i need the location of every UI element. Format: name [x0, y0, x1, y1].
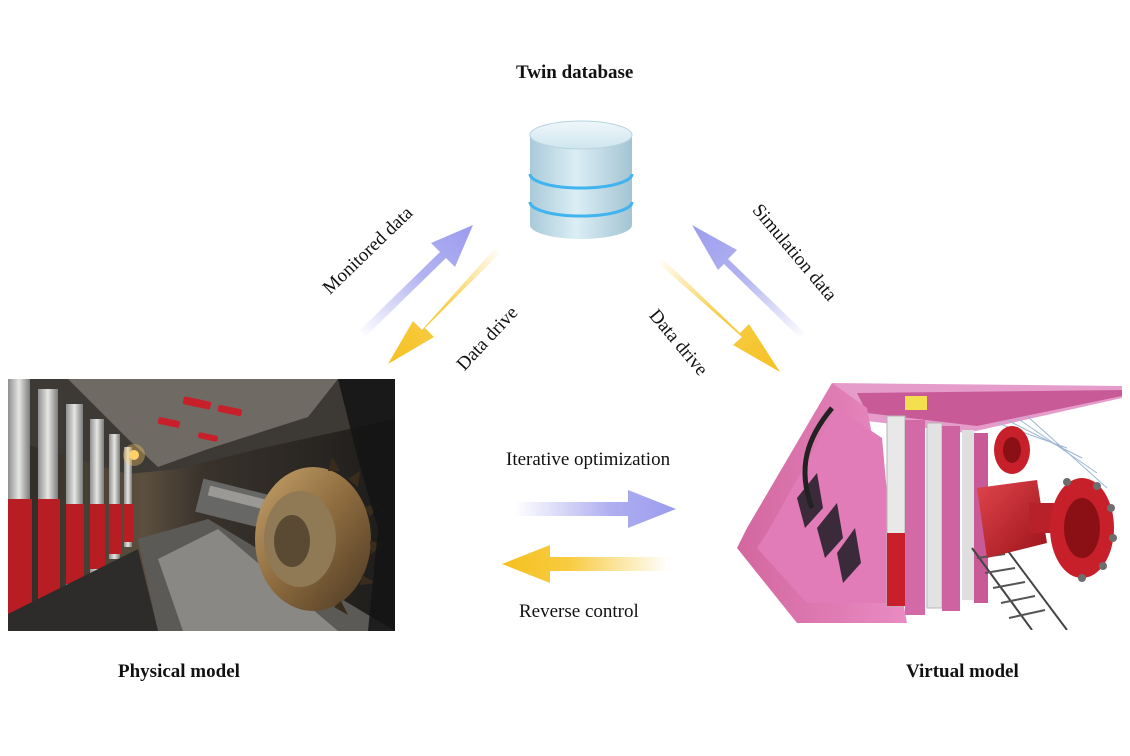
virtual-model-title: Virtual model: [906, 661, 1019, 682]
data-drive-right-label: Data drive: [644, 305, 712, 380]
iterative-optimization-label: Iterative optimization: [506, 449, 671, 470]
simulation-data-label: Simulation data: [747, 200, 841, 306]
data-drive-left-label: Data drive: [452, 302, 523, 375]
reverse-control-label: Reverse control: [519, 601, 639, 622]
monitored-data-label: Monitored data: [318, 202, 418, 299]
twin-database-title: Twin database: [516, 62, 634, 83]
virtual-model-render: [737, 378, 1122, 630]
reverse-control-arrow: [502, 545, 668, 583]
iterative-optimization-arrow: [515, 490, 676, 528]
physical-model-photo: [8, 379, 395, 631]
physical-model-title: Physical model: [118, 661, 240, 682]
